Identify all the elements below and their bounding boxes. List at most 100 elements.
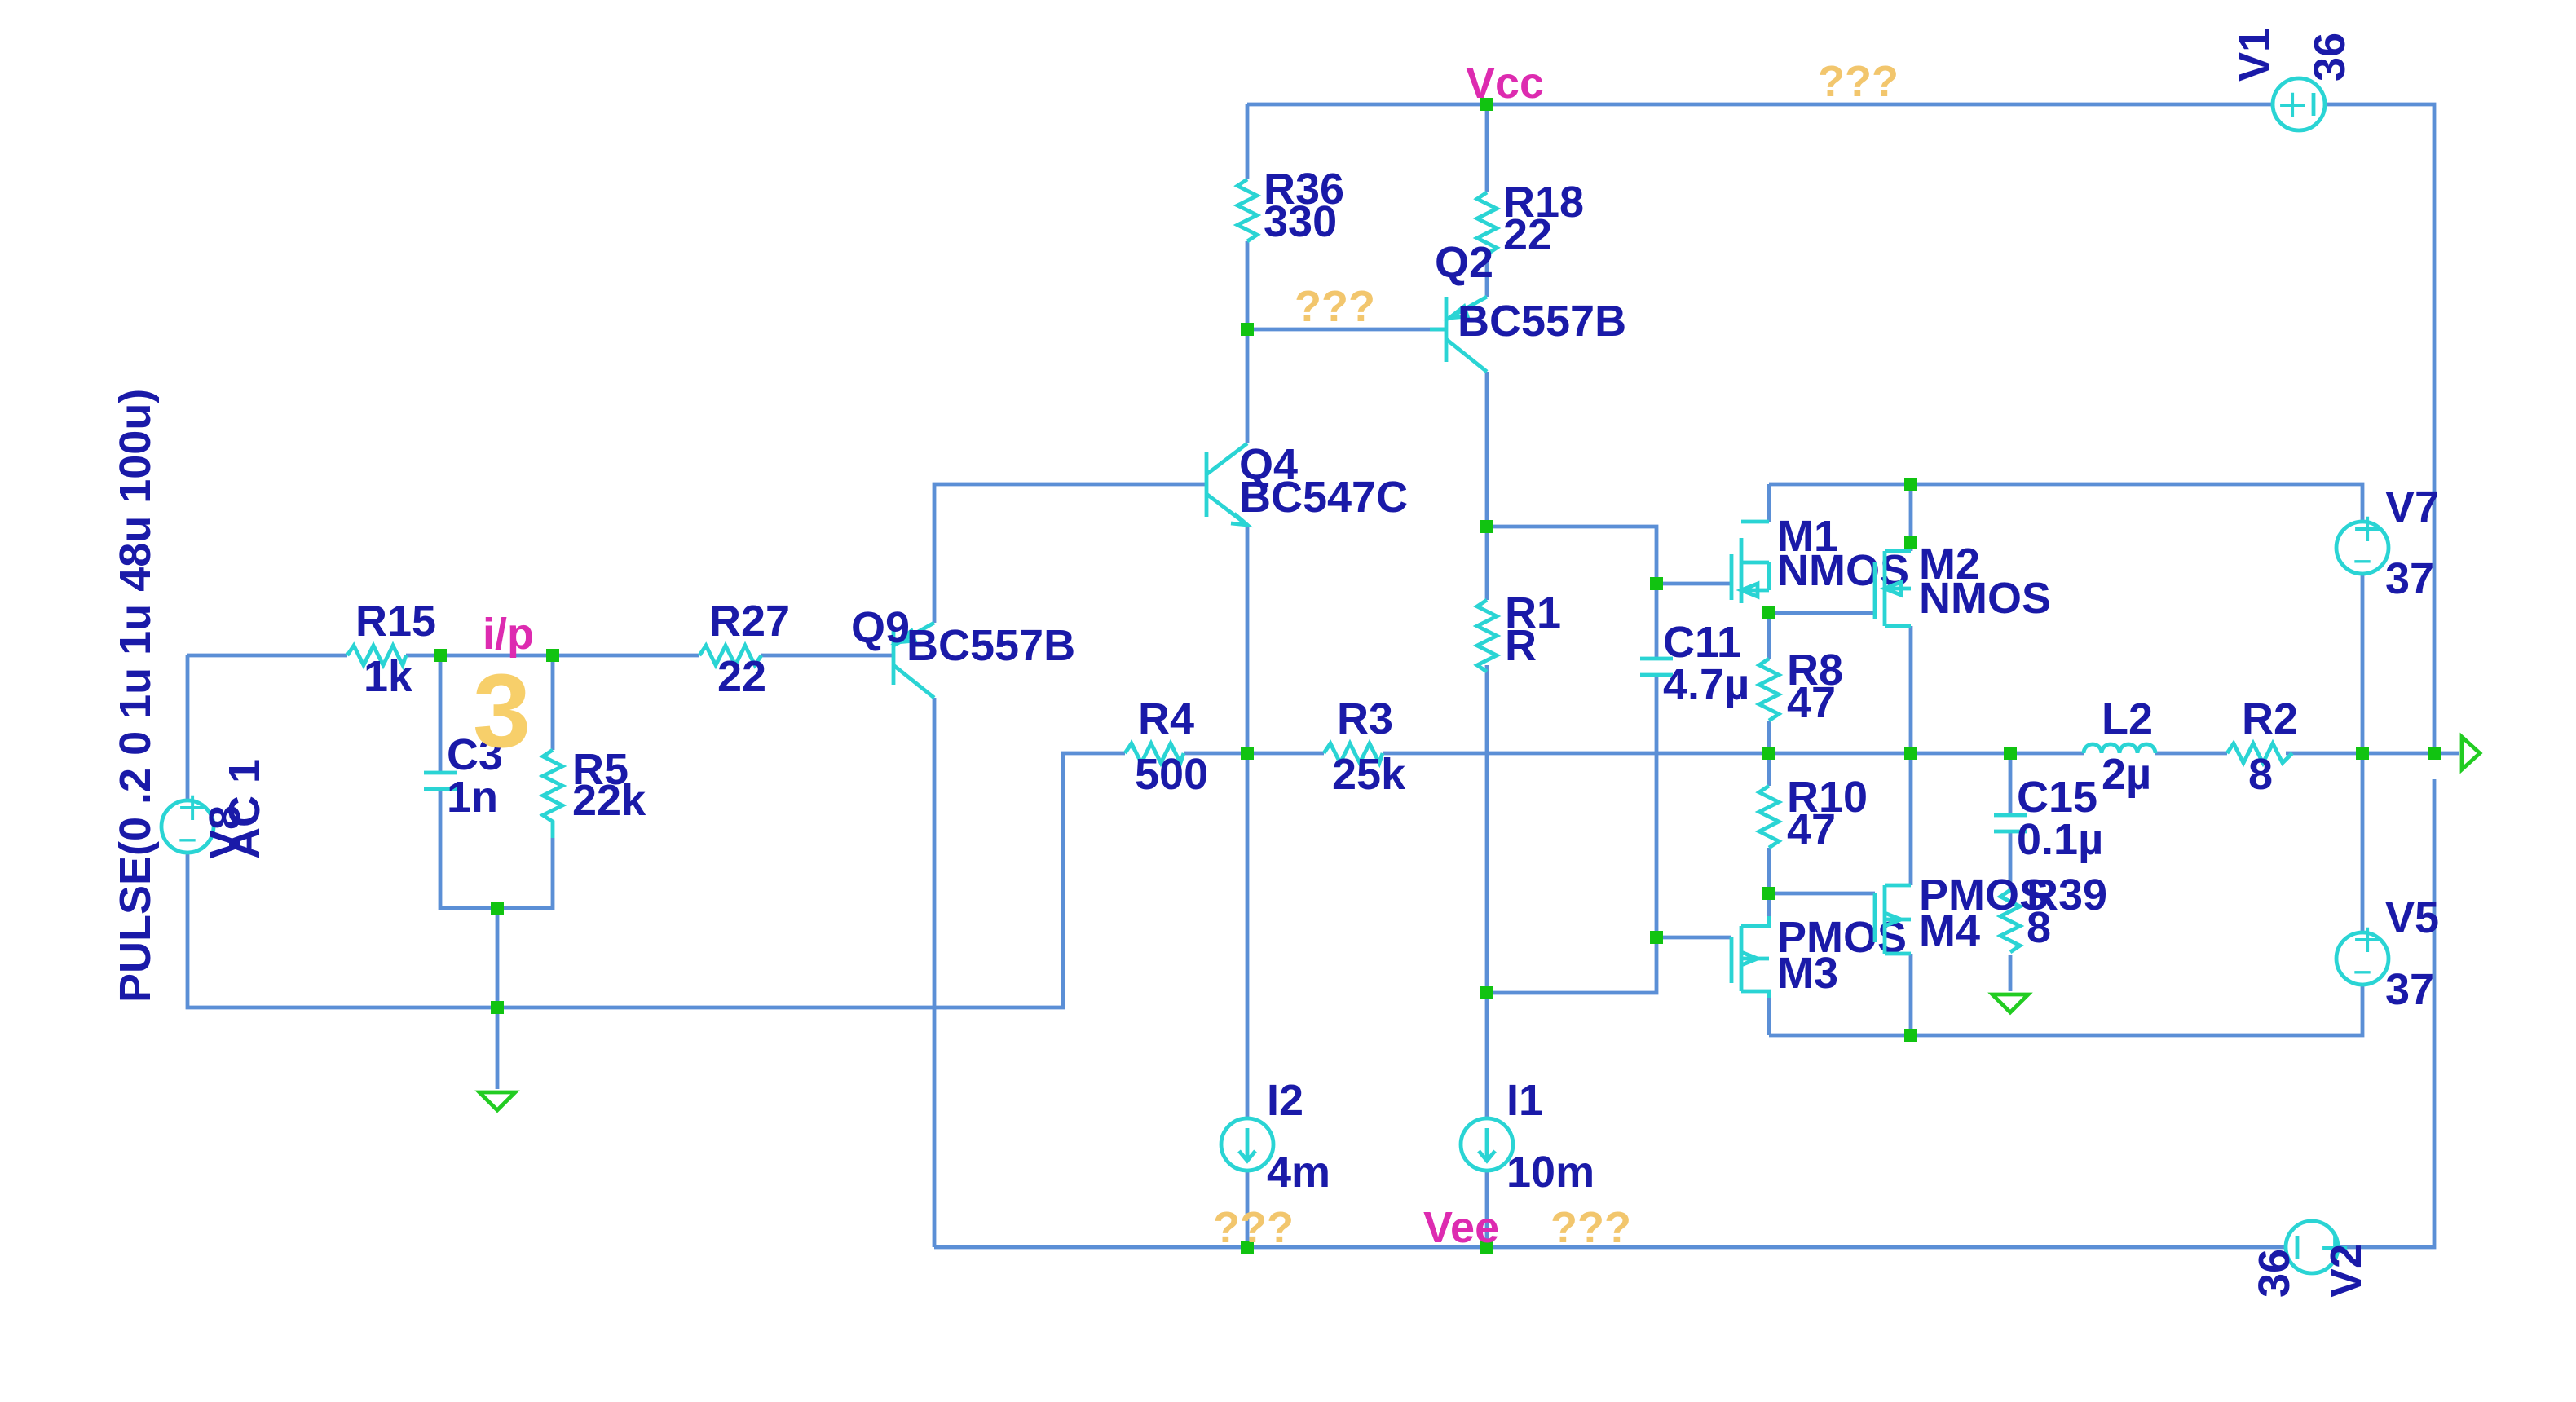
l2-value: 2µ	[2102, 750, 2151, 799]
v1-value: 36	[2305, 33, 2354, 82]
v2-value: 36	[2250, 1249, 2299, 1298]
plus-icon: +	[2318, 1224, 2351, 1270]
r15-ref: R15	[355, 597, 436, 646]
v5-ref: V5	[2385, 893, 2439, 942]
m2-ref: M2	[1919, 540, 1980, 589]
unknown-net-label: ???	[1213, 1203, 1294, 1252]
plus-icon: +	[2351, 916, 2384, 962]
transistor-q4[interactable]: Q4 BC547C	[1204, 440, 1408, 528]
current-source-i2[interactable]: I2 4m	[1219, 1076, 1330, 1197]
r5-ref: R5	[572, 745, 629, 794]
voltage-source-v7[interactable]: + – V7 37	[2334, 483, 2439, 603]
resistor-r3[interactable]: R3 25k	[1322, 694, 1406, 799]
v7-ref: V7	[2385, 483, 2439, 531]
i1-ref: I1	[1506, 1076, 1543, 1125]
q2-ref: Q2	[1435, 238, 1493, 287]
r27-value: 22	[717, 652, 766, 701]
page-marker: 3	[473, 653, 531, 769]
mosfet-m2[interactable]: M2 NMOS	[1872, 540, 2051, 628]
unknown-net-label: ???	[1818, 57, 1899, 106]
unknown-net-label: ???	[1550, 1203, 1631, 1252]
current-source-i1[interactable]: I1 10m	[1458, 1076, 1595, 1197]
r3-ref: R3	[1337, 694, 1393, 743]
transistor-q9[interactable]: Q9 BC557B	[851, 603, 1075, 699]
minus-icon: –	[2353, 947, 2372, 993]
net-label-vcc: Vcc	[1466, 59, 1544, 108]
capacitor-c3[interactable]: C3 1n	[424, 730, 503, 822]
v1-ref: V1	[2230, 28, 2279, 82]
net-label-vee: Vee	[1423, 1203, 1499, 1252]
r27-ref: R27	[709, 597, 790, 646]
r18-ref: R18	[1503, 178, 1584, 227]
resistor-r4[interactable]: R4 500	[1123, 694, 1208, 799]
q4-ref: Q4	[1239, 440, 1298, 489]
resistor-r10[interactable]: R10 47	[1754, 773, 1868, 854]
ground-icon	[474, 1090, 520, 1113]
r8-ref: R8	[1787, 646, 1843, 694]
m4-value: PMOS	[1919, 871, 2049, 919]
r4-ref: R4	[1138, 694, 1194, 743]
voltage-source-v1[interactable]: + V1 36	[2230, 28, 2354, 133]
junctions	[434, 98, 2441, 1254]
v2-ref: V2	[2322, 1244, 2371, 1298]
v8-value: AC 1	[220, 759, 269, 859]
l2-ref: L2	[2102, 694, 2153, 743]
ground-symbols	[474, 732, 2483, 1113]
i2-ref: I2	[1267, 1076, 1303, 1125]
plus-icon: +	[2276, 82, 2309, 127]
voltage-source-v2[interactable]: + 36 V2	[2250, 1219, 2371, 1298]
ground-icon	[1987, 992, 2033, 1016]
net-label-ip: i/p	[483, 610, 534, 659]
r10-ref: R10	[1787, 773, 1868, 822]
m3-ref: M3	[1777, 949, 1838, 998]
voltage-source-v5[interactable]: + – V5 37	[2334, 893, 2439, 1014]
c15-value: 0.1µ	[2017, 815, 2103, 864]
r4-value: 500	[1135, 750, 1208, 799]
c15-ref: C15	[2017, 773, 2097, 822]
resistor-r18[interactable]: R18 22	[1472, 178, 1584, 259]
q9-ref: Q9	[851, 603, 910, 652]
r1-ref: R1	[1505, 589, 1561, 637]
c11-ref: C11	[1663, 618, 1741, 667]
transistor-q2[interactable]: Q2 BC557B	[1430, 238, 1626, 373]
c11-value: 4.7µ	[1663, 660, 1749, 709]
unknown-net-label: ???	[1295, 282, 1375, 331]
r39-ref: R39	[2027, 871, 2107, 919]
r18-value: 22	[1503, 210, 1552, 259]
r3-value: 25k	[1332, 750, 1406, 799]
c3-value: 1n	[447, 773, 498, 822]
r39-value: 8	[2027, 903, 2051, 952]
r36-ref: R36	[1264, 165, 1344, 214]
v5-value: 37	[2385, 965, 2434, 1014]
resistor-r27[interactable]: R27 22	[698, 597, 790, 701]
v7-value: 37	[2385, 554, 2434, 603]
resistor-r15[interactable]: R15 1k	[346, 597, 436, 701]
v8-ref: V8	[201, 805, 249, 859]
voltage-source-v8[interactable]: + – V8 AC 1 PULSE(0 .2 0 1u 1u 48u 100u)	[111, 389, 269, 1003]
r2-value: 8	[2248, 750, 2273, 799]
resistor-r8[interactable]: R8 47	[1754, 646, 1843, 727]
r5-value: 22k	[572, 776, 646, 825]
resistor-r5[interactable]: R5 22k	[538, 745, 646, 838]
capacitor-c11[interactable]: C11 4.7µ	[1640, 618, 1749, 709]
m4-ref: M4	[1919, 906, 1980, 955]
m2-value: NMOS	[1919, 574, 2051, 623]
r36-value: 330	[1264, 197, 1337, 246]
c3-ref: C3	[447, 730, 503, 779]
v8-pulse-spec: PULSE(0 .2 0 1u 1u 48u 100u)	[111, 389, 160, 1003]
mosfet-m3[interactable]: PMOS M3	[1729, 913, 1907, 998]
resistor-r1[interactable]: R1 R	[1472, 589, 1561, 673]
inductor-l2[interactable]: L2 2µ	[2081, 694, 2158, 799]
resistor-r2[interactable]: R2 8	[2225, 694, 2298, 799]
i2-value: 4m	[1267, 1148, 1330, 1197]
plus-icon: +	[2351, 505, 2384, 551]
i1-value: 10m	[1506, 1148, 1595, 1197]
mosfet-m4[interactable]: PMOS M4	[1872, 871, 2049, 956]
minus-icon: –	[2353, 536, 2372, 582]
resistor-r39[interactable]: R39 8	[1996, 871, 2107, 954]
r2-ref: R2	[2242, 694, 2298, 743]
r15-value: 1k	[364, 652, 413, 701]
resistor-r36[interactable]: R36 330	[1233, 165, 1344, 246]
capacitor-c15[interactable]: C15 0.1µ	[1994, 773, 2103, 864]
